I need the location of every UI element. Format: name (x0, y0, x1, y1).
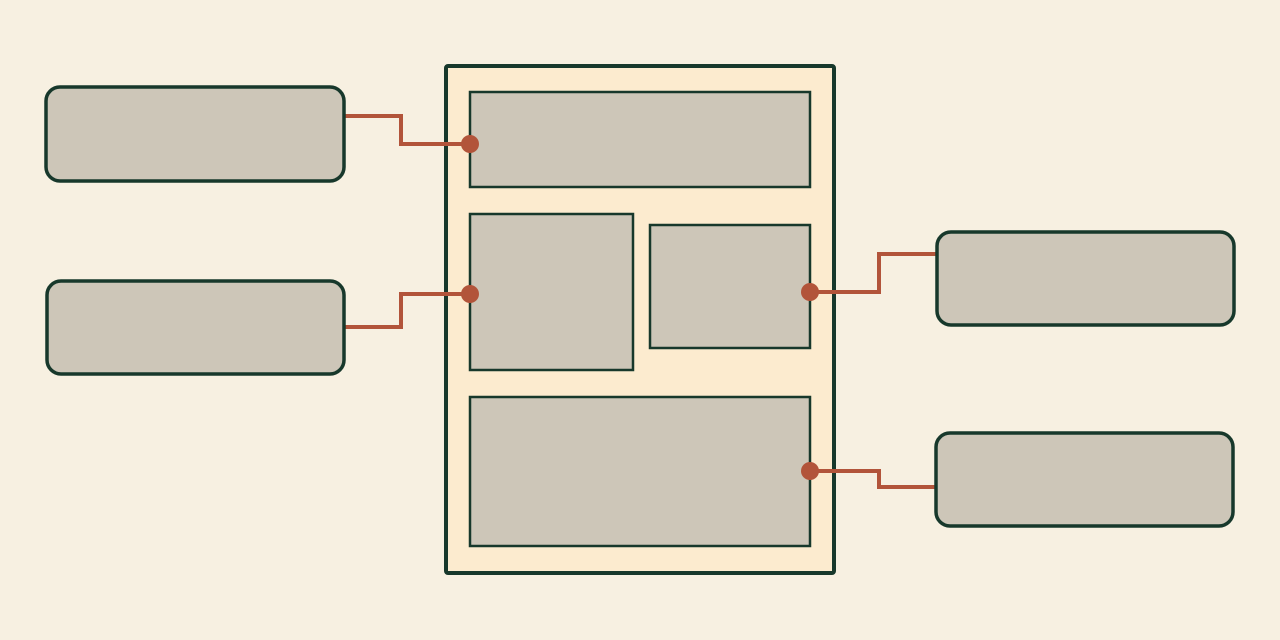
footer-region (468, 395, 812, 548)
connector-dot-1 (461, 135, 479, 153)
connector-line-1 (345, 114, 470, 146)
connector-line-2 (345, 292, 470, 329)
callout-box-top-right (935, 230, 1236, 327)
header-region (468, 90, 812, 189)
connector-dot-2 (461, 285, 479, 303)
callout-box-bottom-left (45, 279, 346, 376)
right-column-region (648, 223, 812, 350)
callout-box-top-left (44, 85, 346, 183)
connector-dot-3 (801, 283, 819, 301)
connector-line-4 (810, 469, 937, 489)
connector-dot-4 (801, 462, 819, 480)
connector-line-3 (810, 252, 937, 294)
callout-box-bottom-right (934, 431, 1235, 528)
left-column-region (468, 212, 635, 372)
